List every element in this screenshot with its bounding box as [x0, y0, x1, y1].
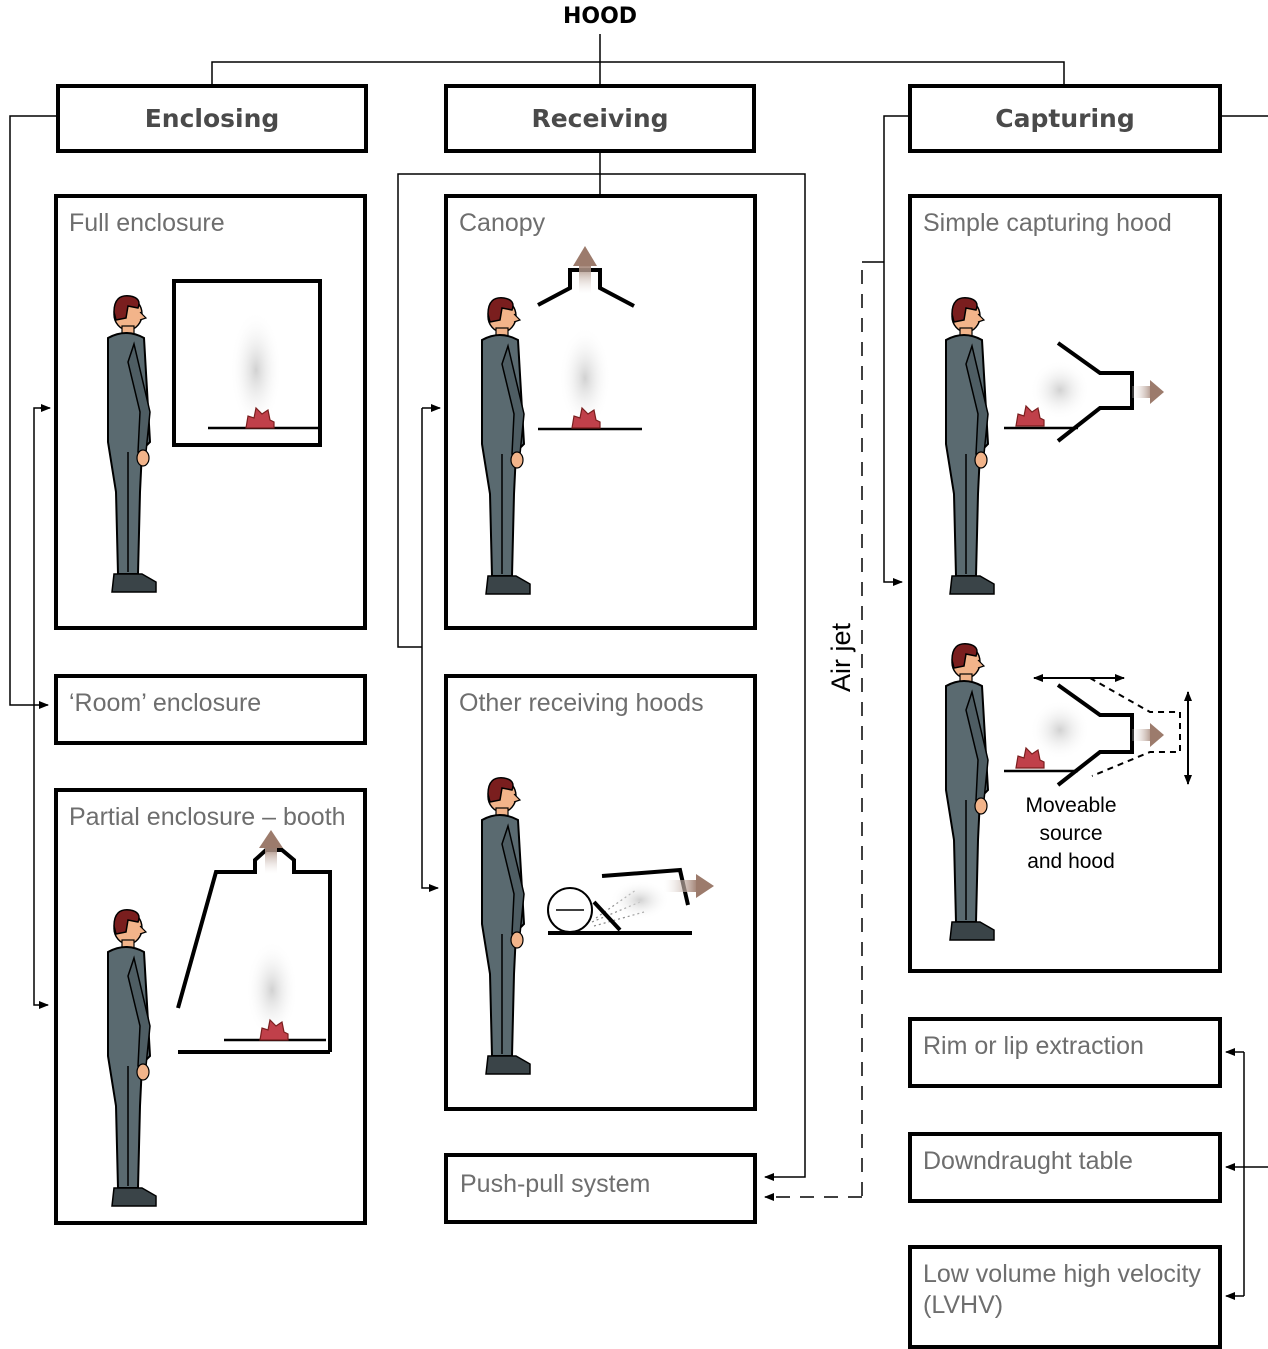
- canopy-illustration: [481, 246, 642, 595]
- partial-enclosure-box: Partial enclosure – booth: [54, 788, 367, 1225]
- room-enclosure-label: ‘Room’ enclosure: [69, 689, 262, 717]
- canopy-label: Canopy: [459, 209, 546, 237]
- full-enclosure-label: Full enclosure: [69, 209, 225, 237]
- room-enclosure-box: ‘Room’ enclosure: [54, 674, 367, 745]
- downdraught-label: Downdraught table: [923, 1147, 1133, 1175]
- other-receiving-box: Other receiving hoods: [444, 674, 757, 1111]
- rim-lip-label: Rim or lip extraction: [923, 1032, 1144, 1060]
- rim-lip-box: Rim or lip extraction: [908, 1017, 1222, 1088]
- simple-capturing-illustration: [945, 296, 1164, 595]
- category-capturing-label: Capturing: [995, 104, 1135, 133]
- simple-capturing-label: Simple capturing hood: [923, 209, 1172, 237]
- other-receiving-illustration: [481, 776, 714, 1075]
- category-receiving: Receiving: [444, 84, 756, 153]
- moveable-note-line-1: Moveable: [1025, 794, 1117, 817]
- lvhv-label: Low volume high velocity (LVHV): [923, 1259, 1201, 1321]
- moveable-note-line-3: and hood: [1027, 850, 1115, 873]
- moveable-note-line-2: source: [1039, 822, 1103, 845]
- category-receiving-label: Receiving: [531, 104, 669, 133]
- partial-enclosure-illustration: [107, 830, 332, 1207]
- partial-enclosure-label: Partial enclosure – booth: [69, 803, 346, 831]
- other-receiving-label: Other receiving hoods: [459, 689, 704, 717]
- full-enclosure-illustration: [107, 279, 322, 593]
- moveable-illustration: [945, 642, 1192, 941]
- downdraught-box: Downdraught table: [908, 1132, 1222, 1203]
- category-enclosing-label: Enclosing: [144, 104, 280, 133]
- canopy-box: Canopy: [444, 194, 757, 630]
- lvhv-box: Low volume high velocity (LVHV): [908, 1245, 1222, 1349]
- category-enclosing: Enclosing: [56, 84, 368, 153]
- diagram-title: HOOD: [562, 4, 638, 29]
- lvhv-label-line-1: Low volume high velocity: [923, 1260, 1201, 1288]
- lvhv-label-line-2: (LVHV): [923, 1291, 1004, 1319]
- simple-capturing-box: Simple capturing hood: [908, 194, 1222, 973]
- full-enclosure-box: Full enclosure: [54, 194, 367, 630]
- push-pull-label: Push-pull system: [460, 1170, 651, 1198]
- push-pull-box: Push-pull system: [444, 1153, 757, 1224]
- moveable-note: Moveable source and hood: [1006, 792, 1136, 876]
- airjet-label: Air jet: [826, 622, 856, 692]
- category-capturing: Capturing: [908, 84, 1222, 153]
